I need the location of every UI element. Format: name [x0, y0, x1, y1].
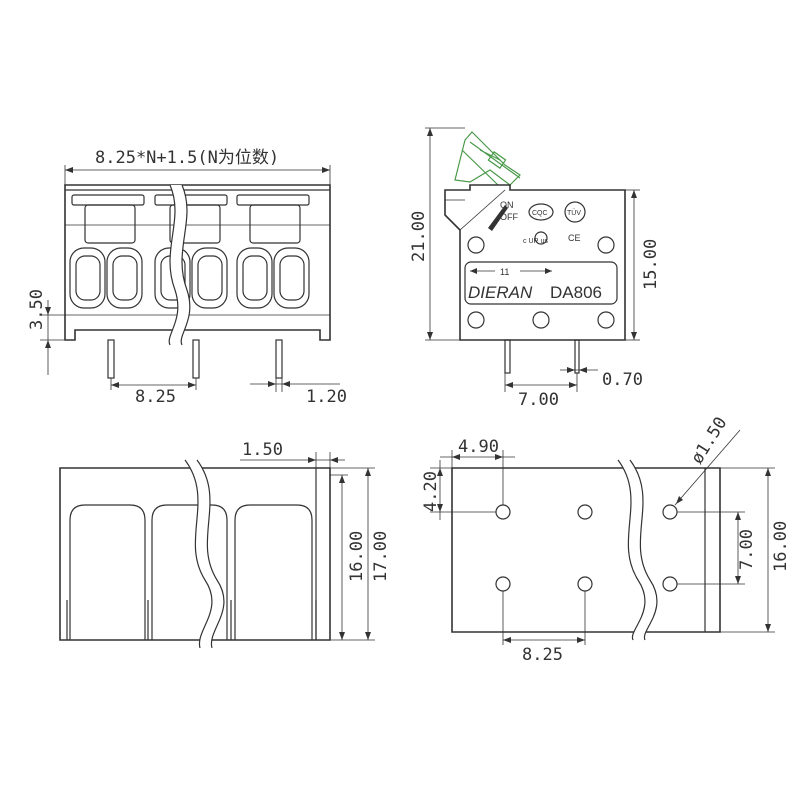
tuv-mark-icon [564, 201, 586, 223]
pcb-height-dim: 16.00 [771, 521, 791, 572]
side-pin-thickness-dim: 0.70 [602, 370, 643, 390]
pcb-hole [495, 504, 511, 520]
tuv-mark-label: TÜV [567, 209, 581, 217]
side-pin-offset-dim: 7.00 [518, 390, 559, 410]
pcb-hole [577, 504, 593, 520]
pcb-hole [495, 576, 511, 592]
pcb-hole [577, 576, 593, 592]
top-outer-dim: 17.00 [371, 531, 391, 582]
cqc-mark-icon [528, 203, 554, 221]
pcb-hole [662, 576, 678, 592]
pcb-pitch-dim: 8.25 [522, 645, 563, 665]
top-inner-dim: 16.00 [347, 531, 367, 582]
pcb-x-offset-dim: 4.90 [458, 437, 499, 457]
brand-label: DIERAN [468, 283, 533, 302]
front-height-dim: 3.50 [27, 289, 47, 330]
pcb-hole-dia-dim: ø1.50 [687, 414, 731, 468]
pcb-hole [662, 504, 678, 520]
front-width-formula: 8.25*N+1.5(N为位数) [95, 148, 279, 168]
cqc-mark-label: CQC [532, 210, 548, 217]
lever-off-label: OFF [500, 212, 518, 222]
strip-length-label: 11 [500, 267, 509, 277]
top-view: 1.50 16.00 17.00 [59, 440, 391, 649]
ce-mark-label: CE [568, 233, 581, 243]
pcb-row-spacing-dim: 7.00 [737, 529, 757, 570]
pcb-view: 4.90 4.20 ø1.50 7.00 16.00 8.25 [421, 414, 791, 665]
model-label: DA806 [550, 283, 602, 302]
lever-on-label: ON [500, 200, 514, 210]
front-view: 8.25*N+1.5(N为位数) [27, 148, 347, 407]
side-view: ON OFF CQC TÜV CE c UR us 11 DIERAN DA80… [409, 127, 661, 410]
front-pin-width-dim: 1.20 [306, 387, 347, 407]
pcb-y-offset-dim: 4.20 [421, 471, 441, 512]
side-body-height-dim: 15.00 [641, 239, 661, 290]
front-pitch-dim: 8.25 [135, 387, 176, 407]
side-total-height-dim: 21.00 [409, 211, 429, 262]
top-lip-dim: 1.50 [242, 440, 283, 460]
ul-mark-icon [534, 231, 548, 245]
